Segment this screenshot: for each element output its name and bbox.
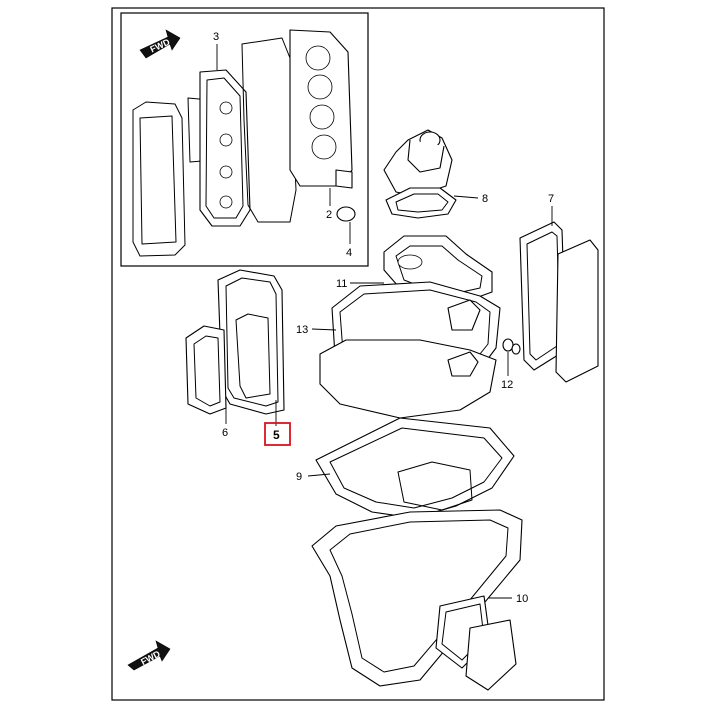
part-3-cylinder-head-cover-gasket	[199, 69, 251, 227]
part-10-drive-shaft-housing-gasket	[311, 509, 523, 691]
callout-7[interactable]: 7	[548, 193, 554, 205]
callout-4[interactable]: 4	[346, 247, 352, 259]
callout-5-highlight-box	[264, 422, 291, 446]
part-12-small-gasket	[502, 338, 521, 355]
callout-6[interactable]: 6	[222, 427, 228, 439]
callout-5[interactable]: 5	[273, 428, 280, 442]
callout-8[interactable]: 8	[482, 193, 488, 205]
part-13-case-gasket-and-block	[319, 281, 501, 419]
callout-11[interactable]: 11	[336, 278, 347, 290]
part-6-inner-gasket	[185, 325, 227, 415]
fwd-arrow-icon: FWD	[127, 640, 171, 671]
callout-10[interactable]: 10	[516, 593, 528, 605]
part-4-o-ring	[336, 206, 356, 222]
callout-3[interactable]: 3	[213, 31, 219, 43]
leader-13	[311, 328, 337, 331]
callout-9[interactable]: 9	[296, 471, 302, 483]
leader-9	[307, 473, 331, 477]
callout-2[interactable]: 2	[326, 209, 332, 221]
leader-8	[453, 195, 479, 199]
part-8-thermostat-gasket	[383, 129, 457, 219]
part-9-base-gasket	[315, 417, 515, 519]
callout-12[interactable]: 12	[501, 379, 513, 391]
diagram-frame	[111, 7, 605, 701]
part-2-cylinder-head-gasket	[241, 29, 353, 223]
inset-box	[120, 12, 369, 267]
callout-13[interactable]: 13	[296, 324, 308, 336]
fwd-arrow-icon: FWD	[139, 29, 181, 59]
part-7-exhaust-cover-gasket	[519, 221, 599, 383]
part-5-side-cover-gasket	[217, 269, 285, 415]
